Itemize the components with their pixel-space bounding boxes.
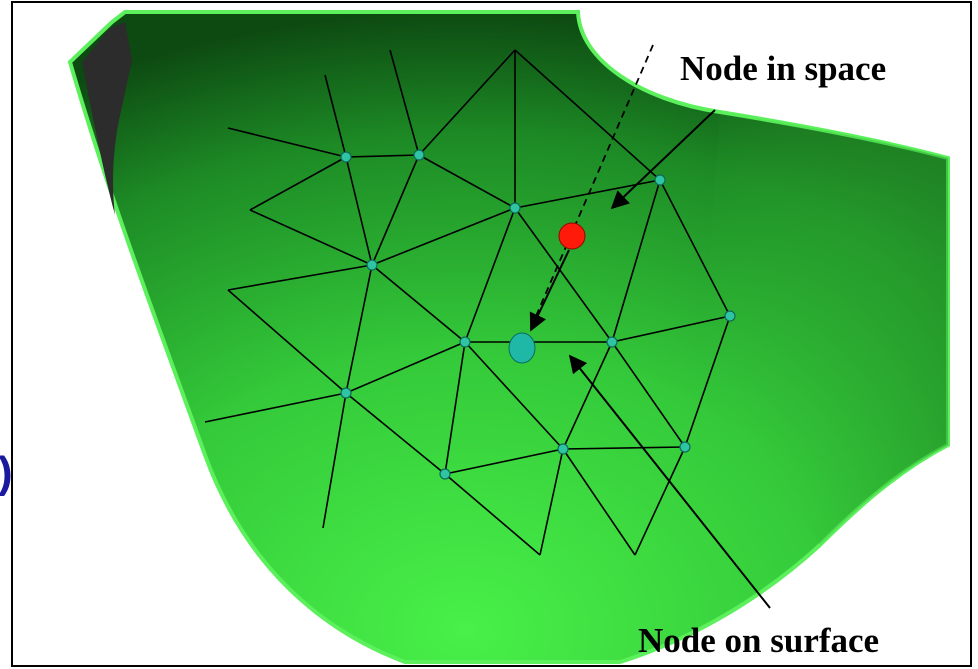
node-in-space-label: Node in space: [680, 49, 886, 88]
mesh-node: [509, 202, 521, 214]
mesh-node: [724, 310, 736, 322]
mesh-line: [611, 315, 731, 343]
mesh-lines: [204, 49, 731, 556]
mesh-node: [459, 336, 471, 348]
mesh-line: [464, 207, 516, 343]
mesh-line: [345, 156, 373, 266]
mesh-line: [345, 154, 420, 158]
mesh-line: [371, 207, 516, 266]
space-node-icon: [558, 222, 586, 250]
mesh-node: [413, 149, 425, 161]
surface-dark-edge: [82, 22, 132, 215]
mesh-line: [684, 315, 731, 448]
mesh-nodes: [340, 149, 736, 480]
mesh-line: [345, 392, 446, 475]
mesh-line: [634, 446, 686, 556]
projection-dashed-line: [529, 44, 654, 331]
mesh-line: [444, 473, 541, 556]
mesh-line: [444, 448, 564, 475]
mesh-line: [444, 341, 466, 475]
mesh-line: [562, 446, 686, 450]
mesh-line: [539, 448, 564, 556]
mesh-line: [562, 448, 636, 556]
mesh-line: [464, 341, 564, 450]
mesh-line: [204, 392, 347, 423]
mesh-node: [340, 387, 352, 399]
mesh-line: [611, 179, 661, 343]
surface: [67, 10, 950, 664]
mesh-line: [418, 154, 516, 209]
surface-label-arrow: [568, 354, 771, 609]
mesh-node: [557, 443, 569, 455]
mesh-node: [606, 336, 618, 348]
mesh-line: [611, 341, 686, 448]
mesh-line: [249, 209, 373, 266]
node-on-surface-label: Node on surface: [638, 621, 879, 660]
mesh-line: [514, 207, 613, 343]
mesh-line: [227, 289, 347, 394]
mesh-line: [371, 154, 420, 266]
mesh-line: [227, 127, 347, 158]
mesh-node: [366, 259, 378, 271]
mesh-line: [389, 49, 420, 156]
projection-arrow: [529, 249, 570, 332]
space-label-arrow: [610, 109, 716, 210]
mesh-line: [227, 264, 373, 291]
mesh-line: [249, 156, 347, 211]
surface-node-icon: [508, 332, 536, 364]
mesh-line: [562, 341, 613, 450]
mesh-node: [439, 468, 451, 480]
surface-right-shade: [700, 112, 948, 545]
mesh-node: [679, 441, 691, 453]
mesh-node: [340, 151, 352, 163]
mesh-line: [345, 264, 373, 394]
mesh-line: [371, 264, 466, 343]
image-frame: [11, 1, 972, 667]
mesh-line: [659, 179, 731, 317]
mesh-line: [345, 341, 466, 394]
mesh-node: [654, 174, 666, 186]
mesh-line: [418, 49, 516, 156]
mesh-line: [324, 74, 347, 158]
mesh-line: [514, 49, 661, 181]
edge-paren-glyph: ): [0, 448, 13, 497]
mesh-line: [322, 392, 347, 529]
